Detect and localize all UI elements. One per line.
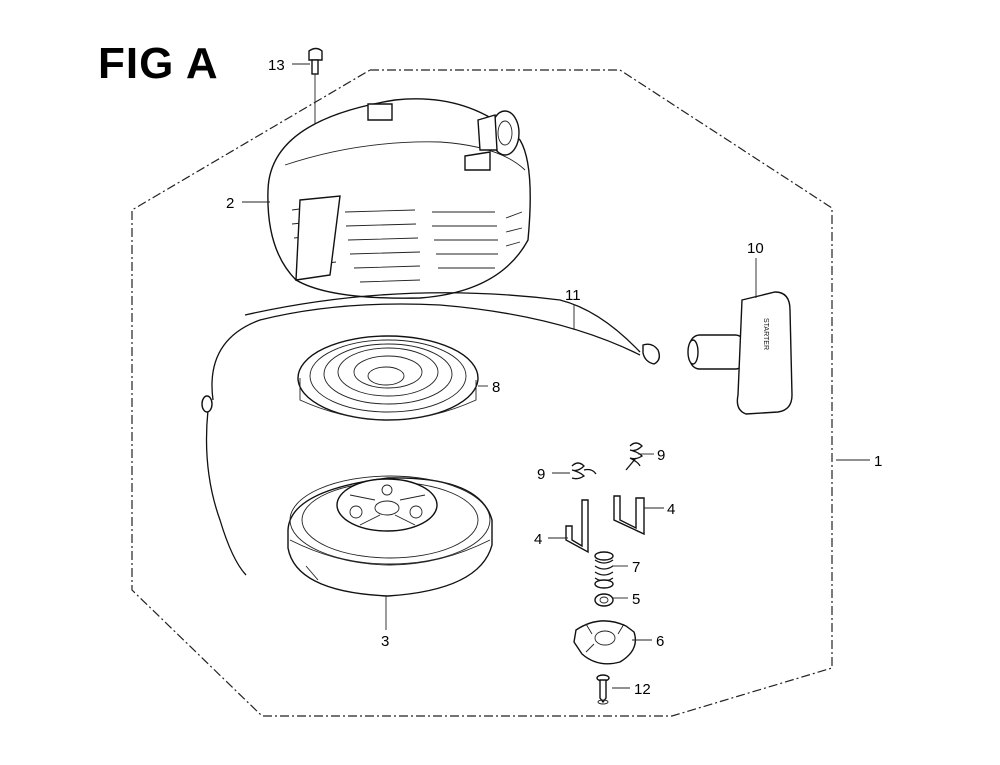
callout-1: 1 <box>874 453 882 470</box>
callout-7: 7 <box>632 559 640 576</box>
part-9-pawl-spring-left <box>571 462 597 480</box>
callout-4-left: 4 <box>534 531 542 548</box>
leader-lines <box>242 63 870 689</box>
part-4-pawl-right <box>613 495 645 536</box>
part-10-starter-handle: STARTER <box>687 291 793 415</box>
callout-12: 12 <box>634 681 651 698</box>
callout-13: 13 <box>268 57 285 74</box>
callout-10: 10 <box>747 240 764 257</box>
part-9-pawl-spring-right <box>625 442 644 471</box>
part-11-starter-rope <box>201 292 661 576</box>
callout-2: 2 <box>226 195 234 212</box>
callout-9-right: 9 <box>657 447 665 464</box>
figure-title: FIG A <box>98 39 219 88</box>
callout-6: 6 <box>656 633 664 650</box>
part-6-ratchet <box>573 620 637 665</box>
callout-4-right: 4 <box>667 501 675 518</box>
assembly-boundary <box>131 69 833 717</box>
callout-3: 3 <box>381 633 389 650</box>
part-4-pawl-left <box>565 499 589 554</box>
part-5-washer <box>594 593 614 607</box>
callout-8: 8 <box>492 379 500 396</box>
callout-5: 5 <box>632 591 640 608</box>
part-12-screw <box>596 674 610 705</box>
handle-brand-text: STARTER <box>762 318 769 350</box>
part-8-recoil-spring <box>297 335 479 421</box>
part-7-friction-spring <box>594 551 614 589</box>
part-2-starter-housing <box>267 98 531 299</box>
part-3-starter-reel <box>287 475 493 597</box>
callout-9-left: 9 <box>537 466 545 483</box>
callout-11: 11 <box>565 287 581 304</box>
